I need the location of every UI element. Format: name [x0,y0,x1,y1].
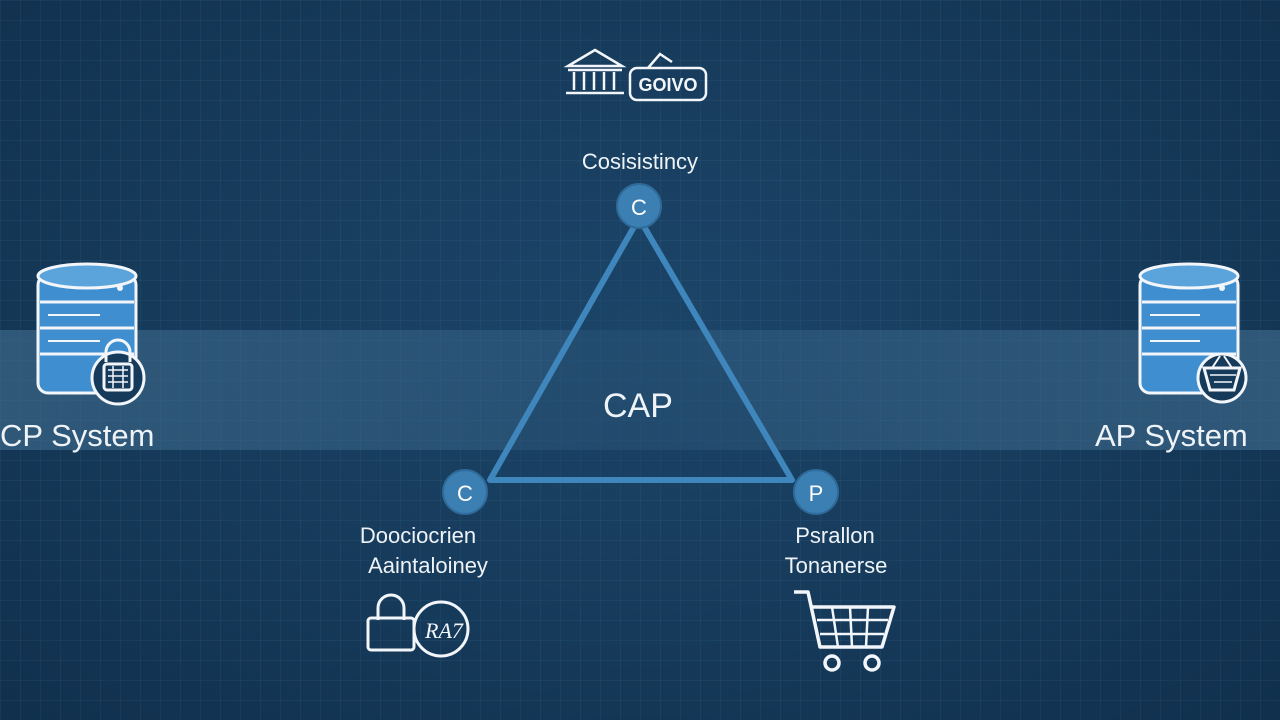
availability-label-line1: Doociocrien [359,523,477,548]
partition-label-line1: Psrallon [795,523,875,548]
consistency-node-letter: C [631,195,647,220]
availability-node-letter: C [457,481,473,506]
cp-lock-icon [90,338,146,406]
bank-icon [563,48,627,95]
ticket-badge-text: GOIVO [638,75,697,95]
partition-label-line2: Tonanerse [784,553,888,578]
ap-basket-icon [1196,352,1248,404]
availability-node[interactable]: C [442,469,488,515]
consistency-label: Cosisistincy [581,149,699,174]
consistency-node[interactable]: C [616,183,662,229]
ticket-badge-icon: GOIVO [628,52,708,102]
cap-triangle [487,215,795,483]
cp-system-label: CP System [0,418,155,453]
cap-center-label: CAP [603,387,673,425]
availability-lock-icon [366,593,470,658]
partition-node-letter: P [809,481,824,506]
ap-system-label: AP System [1095,418,1248,453]
shopping-cart-icon [794,590,896,672]
partition-node[interactable]: P [793,469,839,515]
availability-label-line2: Aaintaloiney [368,553,488,578]
highlight-band [0,330,1280,450]
availability-icon-text: RA7 [424,618,464,643]
